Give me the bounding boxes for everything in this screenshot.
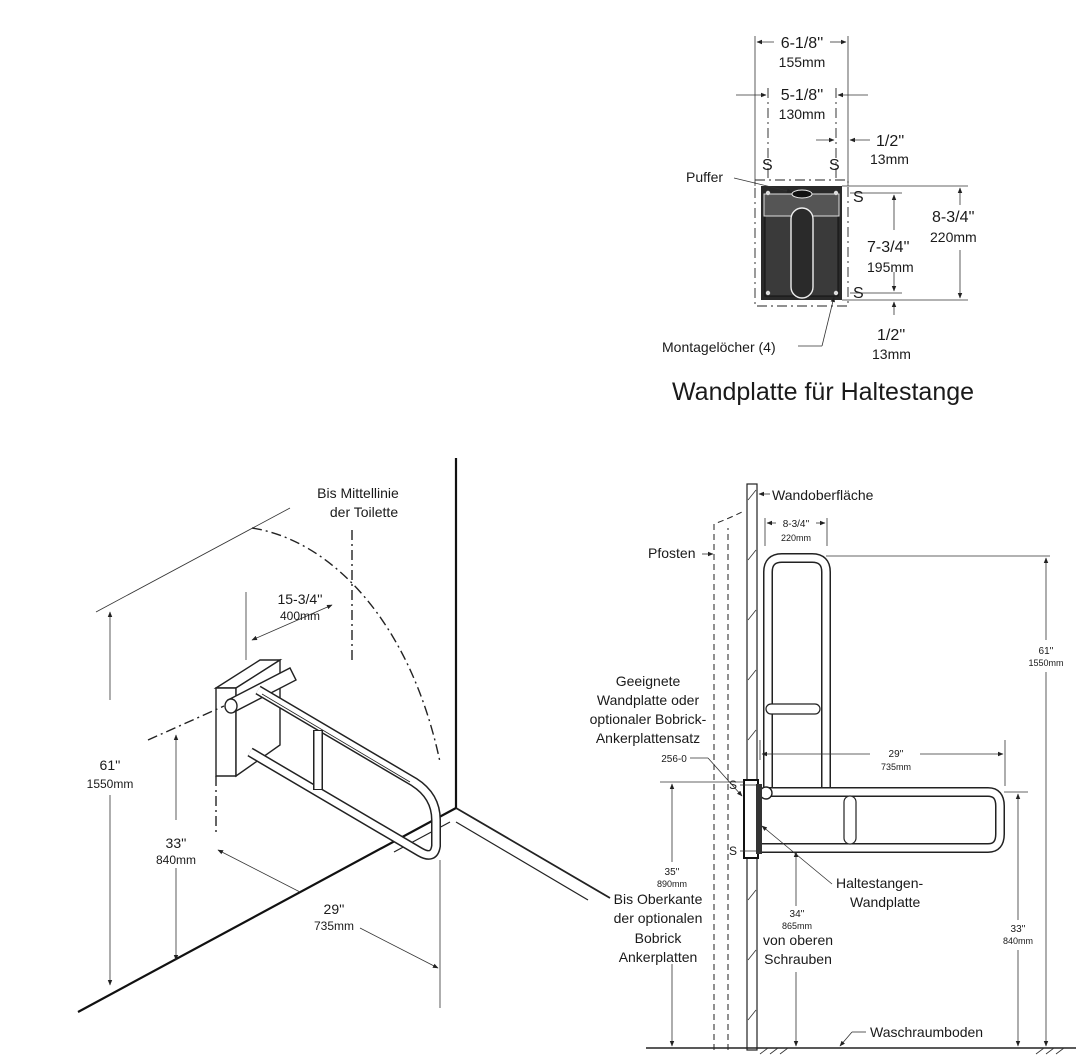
isometric-view: Bis Mittellinie der Toilette 61'' 1550mm…: [77, 458, 611, 1013]
bar-plate-label-1: Haltestangen-: [836, 875, 924, 891]
anchor-label-4: Ankerplatten: [619, 949, 698, 965]
side-length-in: 29'': [889, 749, 904, 760]
plate-inner-width-in: 5-1/8'': [781, 87, 824, 104]
plate-title: Wandplatte für Haltestange: [672, 378, 974, 406]
plate-inner-width-mm: 130mm: [779, 106, 826, 122]
side-screws-height-in: 34'': [790, 909, 805, 920]
plate-outer-width-mm: 155mm: [779, 54, 826, 70]
anchor-label-1: Bis Oberkante: [614, 891, 703, 907]
iso-length-mm: 735mm: [314, 919, 354, 933]
toilet-centerline-label-1: Bis Mittellinie: [317, 485, 399, 501]
plate-height-in: 8-3/4'': [932, 209, 975, 226]
iso-top-height-mm: 1550mm: [87, 777, 134, 791]
side-bar-height-in: 33'': [1011, 924, 1026, 935]
side-top-height-in: 61'': [1039, 646, 1054, 657]
wall-surface-label: Wandoberfläche: [772, 487, 874, 503]
plate-offset-top-mm: 13mm: [870, 151, 909, 167]
suitable-plate-label-1: Geeignete: [616, 673, 681, 689]
post-label: Pfosten: [648, 545, 695, 561]
buffer-label: Puffer: [686, 169, 723, 185]
side-view: Wandoberfläche Pfosten 8-3/4'' 220mm S S: [590, 483, 1076, 1055]
anchor-label-2: der optionalen: [614, 910, 703, 926]
floor-label: Waschraumboden: [870, 1024, 983, 1040]
screws-label-2: Schrauben: [764, 951, 832, 967]
side-plate-in: 8-3/4'': [783, 519, 810, 530]
plate-offset-bottom-mm: 13mm: [872, 346, 911, 362]
side-length-mm: 735mm: [881, 762, 911, 772]
iso-bar-height-mm: 840mm: [156, 853, 196, 867]
iso-top-height-in: 61'': [100, 757, 121, 773]
side-plate-mm: 220mm: [781, 533, 811, 543]
bar-plate-label-2: Wandplatte: [850, 894, 921, 910]
suitable-plate-label-3: optionaler Bobrick-: [590, 711, 707, 727]
anchor-label-3: Bobrick: [635, 930, 683, 946]
side-anchor-height-in: 35'': [665, 867, 680, 878]
iso-length-in: 29'': [324, 901, 345, 917]
side-anchor-height-mm: 890mm: [657, 879, 687, 889]
screw-label: S: [729, 778, 737, 792]
plate-height-mm: 220mm: [930, 229, 977, 245]
toilet-centerline-label-2: der Toilette: [330, 504, 398, 520]
screw-label: S: [829, 157, 840, 174]
screw-label: S: [853, 285, 864, 302]
iso-center-offset-mm: 400mm: [280, 609, 320, 623]
screw-label: S: [729, 844, 737, 858]
side-screws-height-mm: 865mm: [782, 921, 812, 931]
plate-offset-bottom-in: 1/2'': [877, 327, 905, 344]
side-bar-height-mm: 840mm: [1003, 936, 1033, 946]
wall-plate-view: 6-1/8'' 155mm 5-1/8'' 130mm 1/2'' 13mm S…: [662, 35, 977, 406]
plate-outer-width-in: 6-1/8'': [781, 35, 824, 52]
part-number: 256-0: [661, 754, 687, 765]
side-top-height-mm: 1550mm: [1028, 658, 1063, 668]
iso-center-offset-in: 15-3/4'': [277, 591, 322, 607]
mounting-holes-label: Montagelöcher (4): [662, 339, 776, 355]
plate-offset-top-in: 1/2'': [876, 133, 904, 150]
iso-bar-height-in: 33'': [166, 835, 187, 851]
plate-holes-mm: 195mm: [867, 259, 914, 275]
screws-label-1: von oberen: [763, 932, 833, 948]
plate-holes-in: 7-3/4'': [867, 239, 910, 256]
suitable-plate-label-2: Wandplatte oder: [597, 692, 700, 708]
suitable-plate-label-4: Ankerplattensatz: [596, 730, 700, 746]
screw-label: S: [853, 189, 864, 206]
screw-label: S: [762, 157, 773, 174]
